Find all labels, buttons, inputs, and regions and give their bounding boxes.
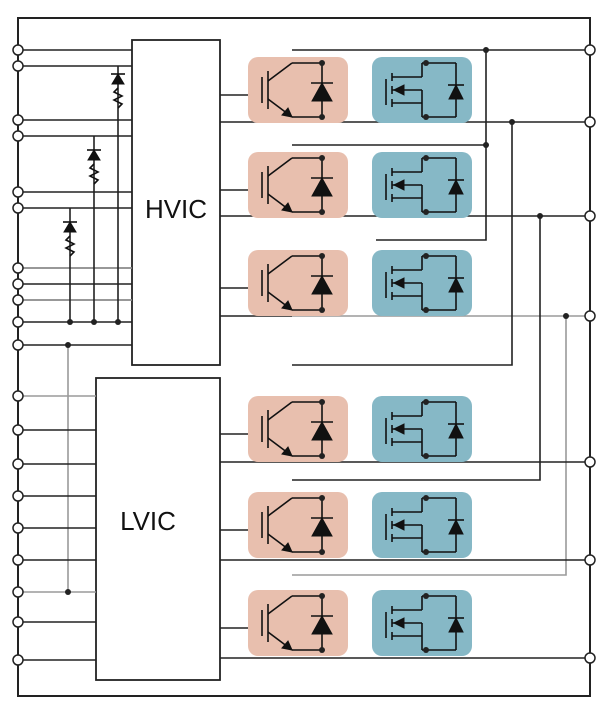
junction-dot bbox=[319, 399, 325, 405]
mosfet-icon bbox=[371, 395, 473, 463]
bootstrap-diode-3-icon bbox=[63, 221, 77, 257]
junction-dot bbox=[423, 593, 429, 599]
left-input-wiring bbox=[18, 49, 132, 661]
junction-dot bbox=[423, 307, 429, 313]
junction-dot bbox=[319, 60, 325, 66]
junction-dot bbox=[423, 114, 429, 120]
junction-dot bbox=[423, 647, 429, 653]
left-junctions bbox=[65, 319, 121, 595]
junction-dot bbox=[319, 549, 325, 555]
mosfet-icon bbox=[371, 151, 473, 219]
lvic-block: LVIC bbox=[95, 377, 221, 681]
junction-dot bbox=[319, 114, 325, 120]
junction-dot bbox=[423, 155, 429, 161]
mosfet-icon bbox=[371, 491, 473, 559]
module-frame bbox=[17, 17, 591, 697]
junction-dot bbox=[319, 647, 325, 653]
left-pins bbox=[12, 44, 24, 666]
hvic-block: HVIC bbox=[131, 39, 221, 366]
junction-dot bbox=[319, 593, 325, 599]
right-junctions bbox=[483, 47, 569, 319]
igbt-with-diode-icon bbox=[247, 56, 349, 124]
junction-dot bbox=[319, 253, 325, 259]
junction-dot bbox=[319, 453, 325, 459]
hvic-label: HVIC bbox=[145, 194, 207, 224]
igbt-with-diode-icon bbox=[247, 249, 349, 317]
mosfet-icon bbox=[371, 56, 473, 124]
junction-dot bbox=[423, 60, 429, 66]
mosfet-icon bbox=[371, 249, 473, 317]
junction-dot bbox=[319, 495, 325, 501]
junction-dot bbox=[423, 453, 429, 459]
junction-dot bbox=[423, 549, 429, 555]
junction-dot bbox=[423, 253, 429, 259]
mosfet-icon bbox=[371, 589, 473, 657]
igbt-with-diode-icon bbox=[247, 395, 349, 463]
right-pins bbox=[584, 44, 596, 664]
junction-dot bbox=[319, 155, 325, 161]
gate-drive-lines bbox=[220, 94, 252, 629]
junction-dot bbox=[423, 399, 429, 405]
junction-dot bbox=[423, 495, 429, 501]
junction-dot bbox=[319, 307, 325, 313]
bootstrap-diode-2-icon bbox=[87, 149, 101, 185]
lvic-label: LVIC bbox=[120, 506, 176, 536]
igbt-with-diode-icon bbox=[247, 589, 349, 657]
bootstrap-diode-1-icon bbox=[111, 73, 125, 109]
junction-dot bbox=[423, 209, 429, 215]
right-bus-wiring bbox=[220, 49, 590, 659]
switch-devices bbox=[247, 56, 473, 657]
junction-dot bbox=[319, 209, 325, 215]
igbt-with-diode-icon bbox=[247, 491, 349, 559]
igbt-with-diode-icon bbox=[247, 151, 349, 219]
